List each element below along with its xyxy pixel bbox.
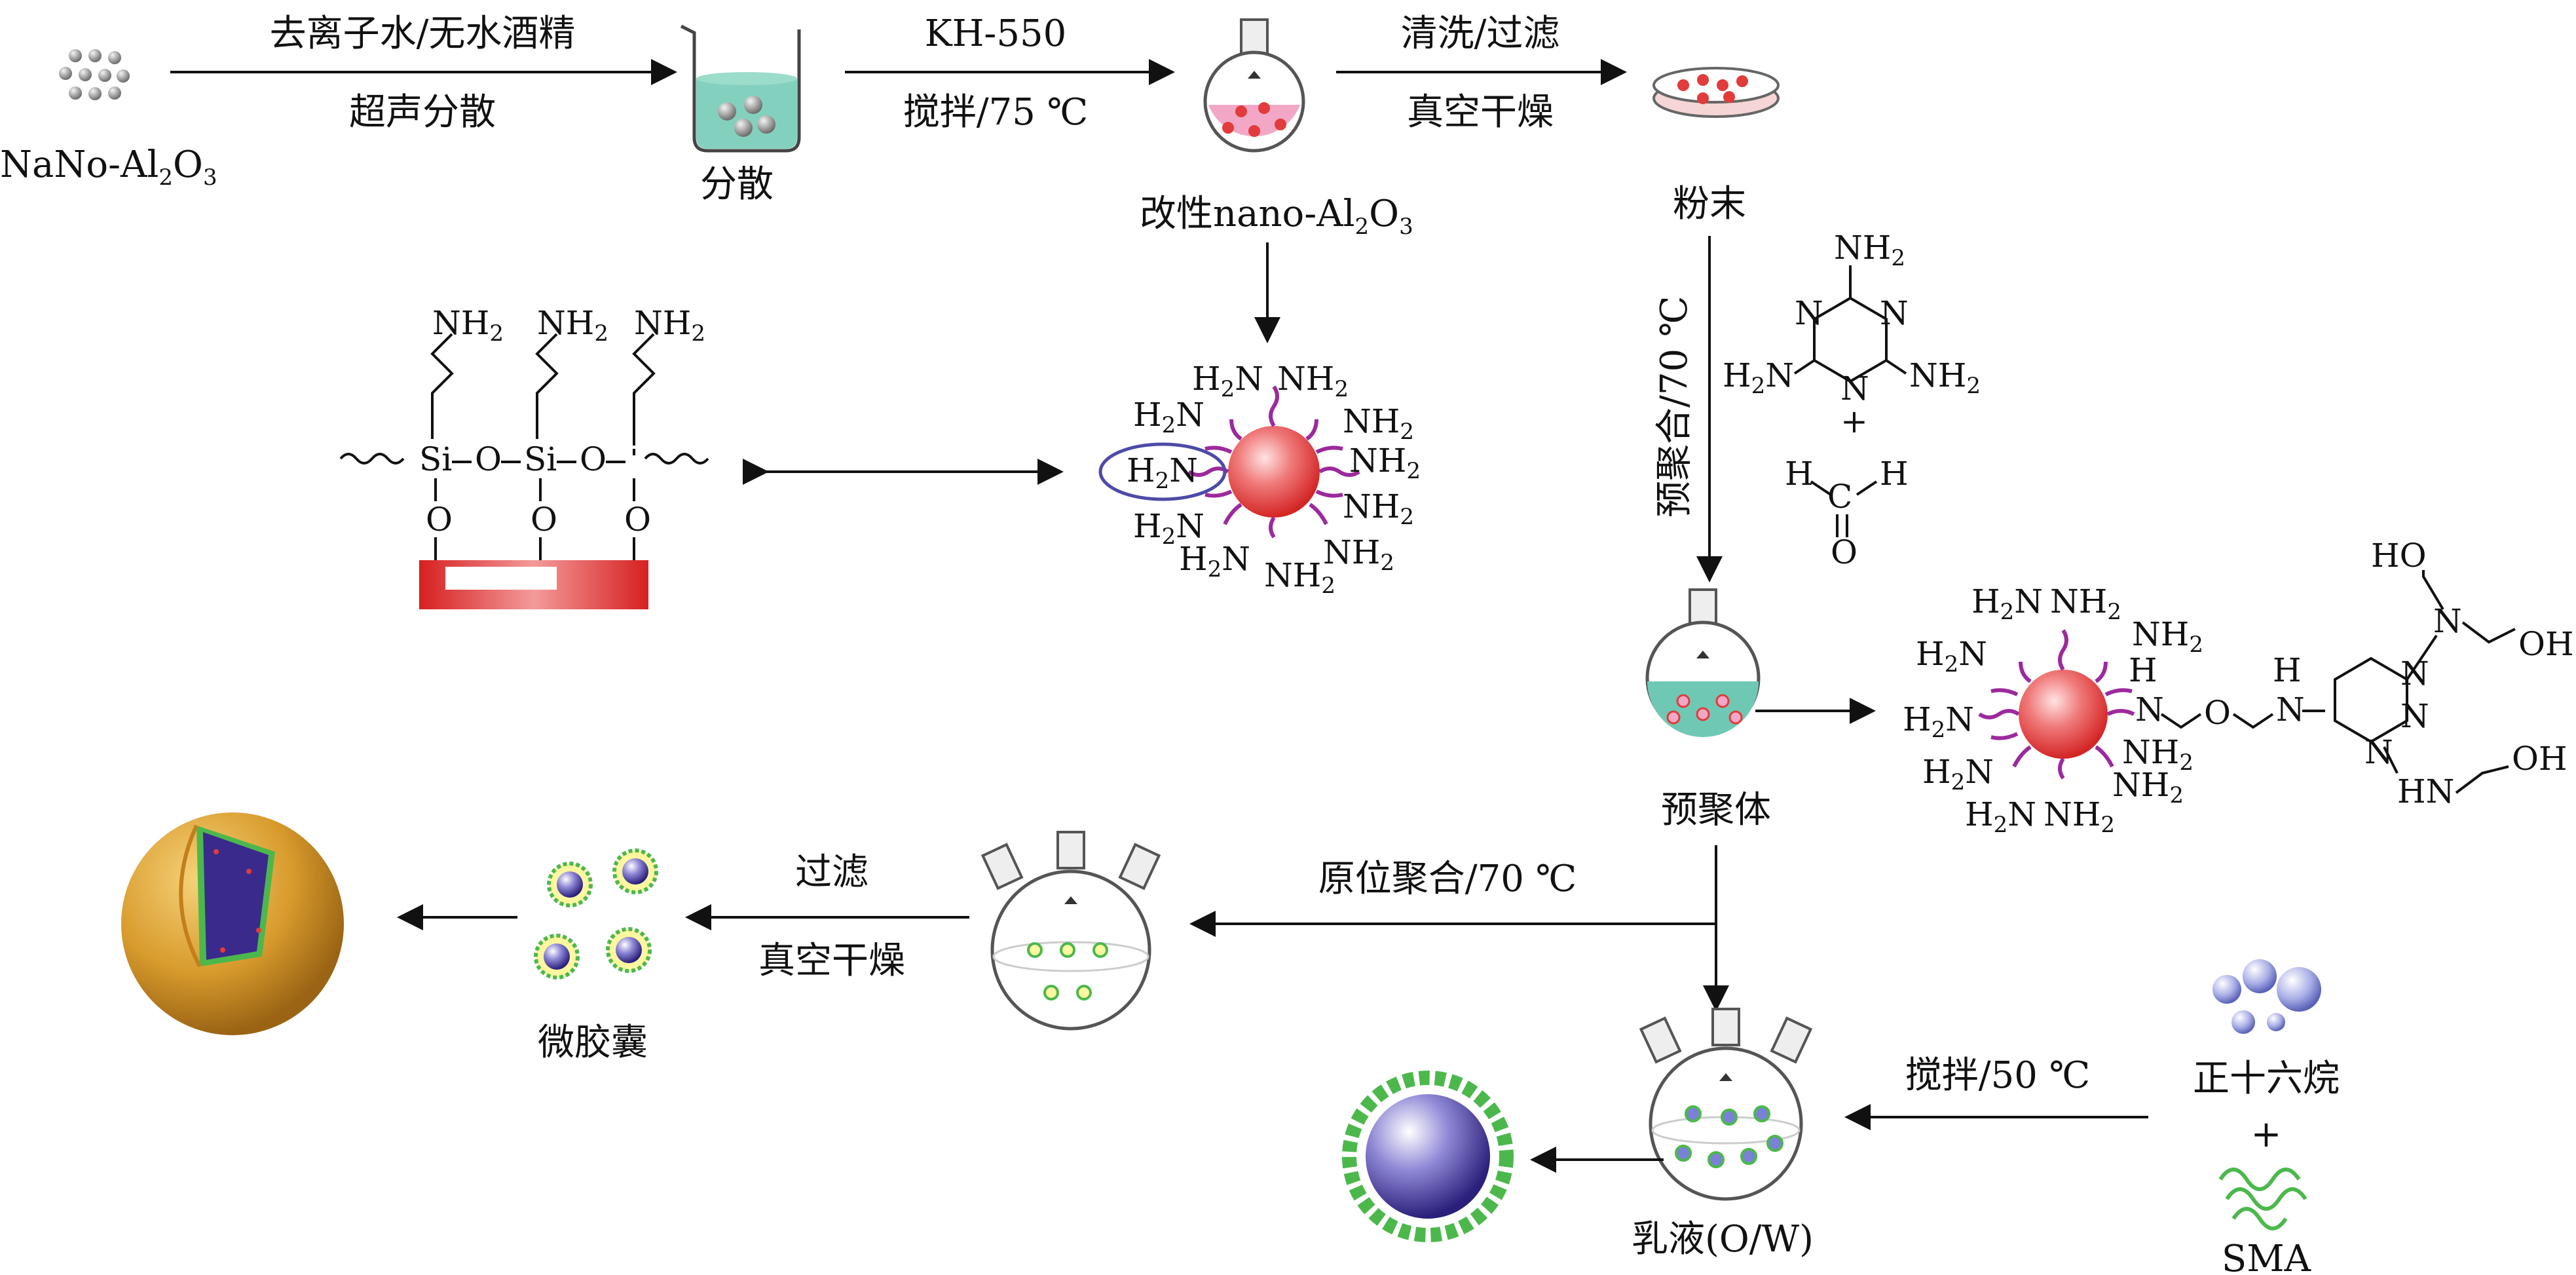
svg-text:+: + xyxy=(1840,402,1868,440)
svg-text:HO: HO xyxy=(2371,537,2427,575)
svg-text:NH2: NH2 xyxy=(537,304,608,347)
svg-text:HN: HN xyxy=(2397,772,2454,810)
svg-text:O: O xyxy=(2204,694,2231,732)
svg-text:NH2: NH2 xyxy=(1277,360,1349,402)
svg-text:H2N: H2N xyxy=(1127,451,1198,494)
round-flask-icon xyxy=(1203,18,1305,153)
plus-label: + xyxy=(2251,1113,2282,1156)
svg-text:NH2: NH2 xyxy=(634,304,705,347)
svg-text:H: H xyxy=(2273,651,2302,689)
svg-text:NH2: NH2 xyxy=(1349,442,1421,484)
emulsion-flask-icon xyxy=(1639,1008,1813,1201)
svg-text:NH2: NH2 xyxy=(1343,402,1414,445)
prepolymer-particle: H2N NH2 H2N NH2 H2N H2N H2N NH2 NH2 NH2 … xyxy=(1903,537,2574,838)
svg-text:OH: OH xyxy=(2512,740,2567,778)
svg-text:Si: Si xyxy=(419,440,452,478)
hexadecane-label: 正十六烷 xyxy=(2193,1057,2340,1100)
functionalized-particle: H2N NH2 H2N NH2 H2N NH2 H2N NH2 H2N NH2 … xyxy=(1098,360,1421,599)
svg-text:NH2: NH2 xyxy=(2132,615,2203,658)
svg-text:H: H xyxy=(2129,651,2157,689)
nano-particles-icon xyxy=(59,49,130,100)
svg-text:NH2: NH2 xyxy=(1343,487,1414,530)
svg-text:NH2: NH2 xyxy=(432,304,504,347)
svg-text:N: N xyxy=(2400,655,2429,693)
svg-text:H2N: H2N xyxy=(1903,700,1974,743)
filter-above: 过滤 xyxy=(795,851,868,894)
svg-text:H2N: H2N xyxy=(1723,356,1794,399)
emulsion-label: 乳液(O/W) xyxy=(1632,1218,1814,1261)
svg-text:H2N: H2N xyxy=(1971,582,2043,625)
svg-text:NH2: NH2 xyxy=(2044,795,2115,838)
svg-text:H2N: H2N xyxy=(1133,396,1204,438)
svg-text:H2N: H2N xyxy=(1965,795,2036,838)
svg-text:NH2: NH2 xyxy=(1323,533,1394,576)
insitu-label: 原位聚合/70 ℃ xyxy=(1318,858,1577,900)
emulsion-droplet-icon xyxy=(1342,1071,1514,1242)
svg-text:O: O xyxy=(531,501,557,539)
sma-polymer-icon xyxy=(2218,1168,2307,1230)
svg-text:N: N xyxy=(1795,294,1823,332)
svg-text:N: N xyxy=(2400,697,2429,735)
svg-text:H2N: H2N xyxy=(1179,540,1250,582)
microcapsules-icon xyxy=(534,848,658,980)
svg-text:NH2: NH2 xyxy=(2112,766,2184,809)
emulsify-label: 搅拌/50 ℃ xyxy=(1905,1054,2091,1097)
svg-text:H: H xyxy=(1880,455,1909,493)
svg-text:N: N xyxy=(2364,733,2393,771)
microcapsule-label: 微胶囊 xyxy=(538,1021,648,1064)
svg-text:N: N xyxy=(2433,602,2462,640)
prepolymerize-label: 预聚合/70 ℃ xyxy=(1653,295,1696,518)
nano-al2o3-label: NaNo-Al2O3 xyxy=(0,143,217,191)
svg-text:NH2: NH2 xyxy=(2122,733,2193,776)
beaker-icon xyxy=(680,24,801,153)
svg-text:H: H xyxy=(1785,455,1814,493)
svg-text:O: O xyxy=(475,440,502,478)
petri-dish-icon xyxy=(1652,67,1780,118)
svg-text:N: N xyxy=(1880,294,1909,332)
svg-text:NH2: NH2 xyxy=(1909,356,1981,399)
sma-label: SMA xyxy=(2222,1238,2311,1275)
powder-label: 粉末 xyxy=(1673,183,1746,225)
svg-text:N: N xyxy=(1840,370,1869,408)
filter-below: 真空干燥 xyxy=(758,940,905,982)
svg-text:O: O xyxy=(1831,533,1857,571)
step1-below: 超声分散 xyxy=(349,91,496,134)
svg-text:H2N: H2N xyxy=(1916,635,1987,677)
step1-above: 去离子水/无水酒精 xyxy=(270,12,576,55)
siloxane-structure: Si O Si O NH2 NH2 NH2 O O O xyxy=(339,304,709,609)
step3-below: 真空干燥 xyxy=(1407,91,1554,134)
svg-text:NH2: NH2 xyxy=(1264,556,1335,599)
svg-text:O: O xyxy=(580,440,607,478)
formaldehyde-structure: H C H O xyxy=(1785,455,1909,571)
svg-text:N: N xyxy=(2135,691,2164,729)
modified-nano-label: 改性nano-Al2O3 xyxy=(1140,193,1413,240)
svg-text:NH2: NH2 xyxy=(1834,229,1905,271)
svg-text:O: O xyxy=(426,501,453,539)
melamine-structure: NH2 N N N H2N NH2 + xyxy=(1723,229,1981,440)
prepolymer-label: 预聚体 xyxy=(1661,789,1771,831)
microcapsule-cutaway-icon xyxy=(121,812,344,1035)
dispersion-label: 分散 xyxy=(700,163,774,206)
svg-text:N: N xyxy=(2276,691,2305,729)
svg-text:H2N: H2N xyxy=(1922,753,1994,795)
svg-text:OH: OH xyxy=(2518,625,2574,663)
prepolymer-flask-icon xyxy=(1645,588,1761,737)
three-neck-flask-icon xyxy=(980,831,1161,1031)
svg-text:O: O xyxy=(624,501,651,539)
step2-above: KH-550 xyxy=(925,12,1066,55)
svg-text:C: C xyxy=(1827,478,1852,516)
svg-text:NH2: NH2 xyxy=(2050,582,2121,625)
hexadecane-droplets-icon xyxy=(2212,959,2321,1034)
step3-above: 清洗/过滤 xyxy=(1401,12,1560,55)
svg-text:H2N: H2N xyxy=(1192,360,1263,402)
step2-below: 搅拌/75 ℃ xyxy=(903,91,1089,134)
svg-text:H2N: H2N xyxy=(1133,507,1204,550)
svg-text:Si: Si xyxy=(524,440,557,478)
